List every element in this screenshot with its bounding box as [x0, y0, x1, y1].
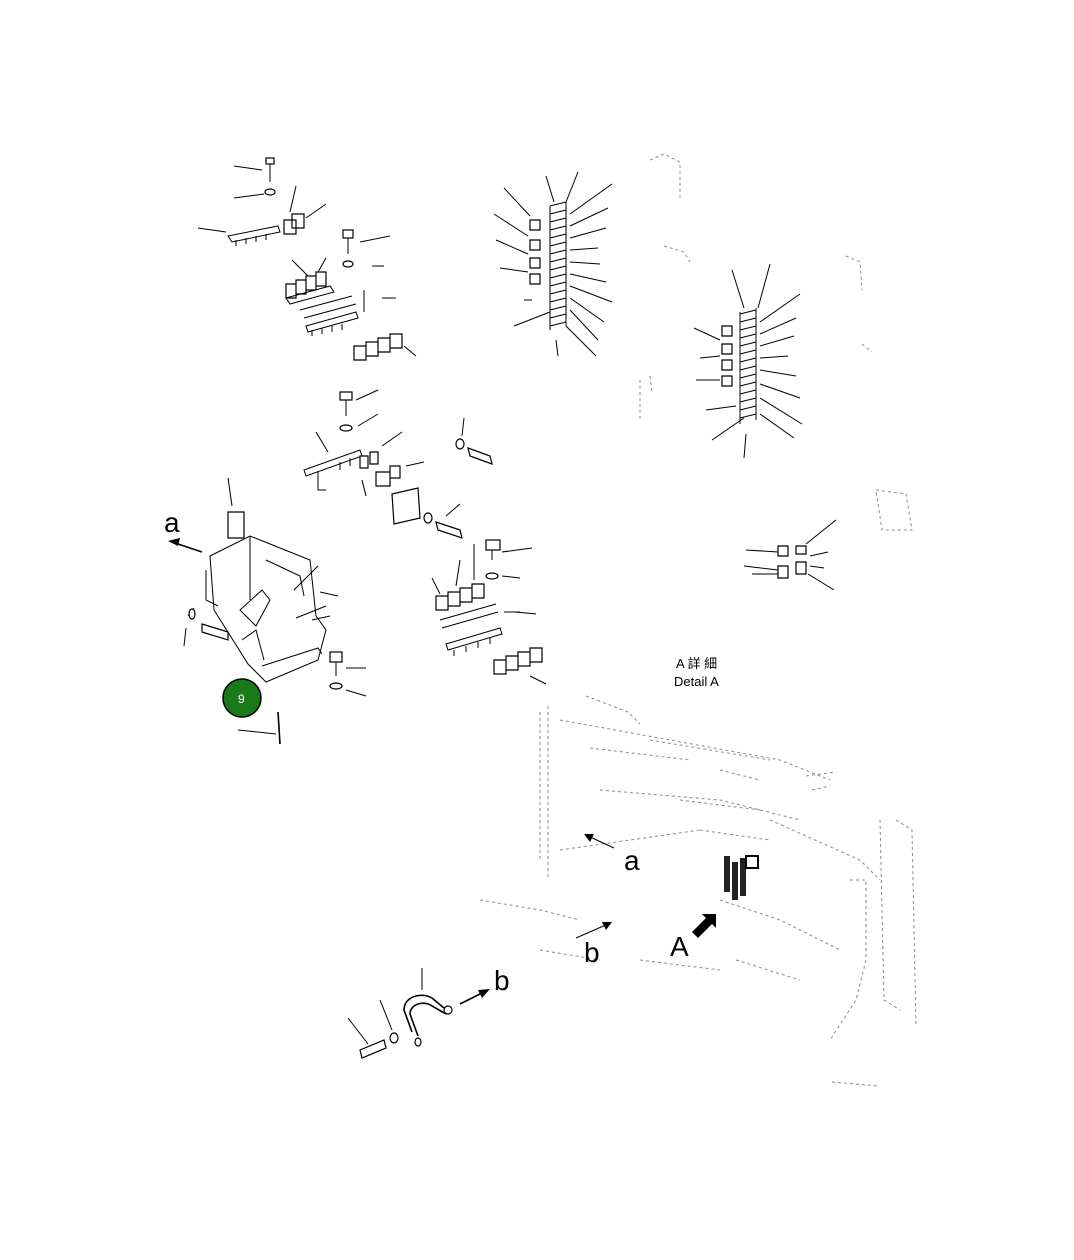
view-a-lower-label: a	[624, 845, 640, 876]
hotspot-marker[interactable]: 9	[222, 678, 262, 718]
detail-a-arrow	[692, 914, 716, 938]
main-bracket-frame	[183, 477, 367, 697]
view-b-hose-arrow	[459, 989, 490, 1005]
detail-a-label: A	[670, 931, 689, 962]
view-a-arrow	[168, 538, 203, 553]
detail-caption-en: Detail A	[674, 674, 719, 689]
view-b-lower-label: b	[584, 937, 600, 968]
hotspot-number: 9	[238, 692, 245, 706]
terminal-strip-top	[493, 171, 613, 357]
relay-group-lower-middle	[431, 539, 547, 685]
view-a-label: a	[164, 507, 180, 538]
view-b-hose-label: b	[494, 965, 510, 996]
view-a-lower-arrow	[584, 834, 615, 849]
connector-group-right	[743, 519, 837, 591]
terminal-detail-dark	[724, 855, 759, 900]
background-outlines	[479, 153, 917, 1087]
hose-assembly	[347, 968, 453, 1059]
relay-group-top-left	[197, 157, 417, 361]
bracket-group-middle	[303, 389, 493, 539]
detail-caption-jp: A 詳 細	[676, 656, 717, 671]
view-b-lower-arrow	[575, 922, 612, 939]
terminal-strip-right	[693, 263, 803, 459]
